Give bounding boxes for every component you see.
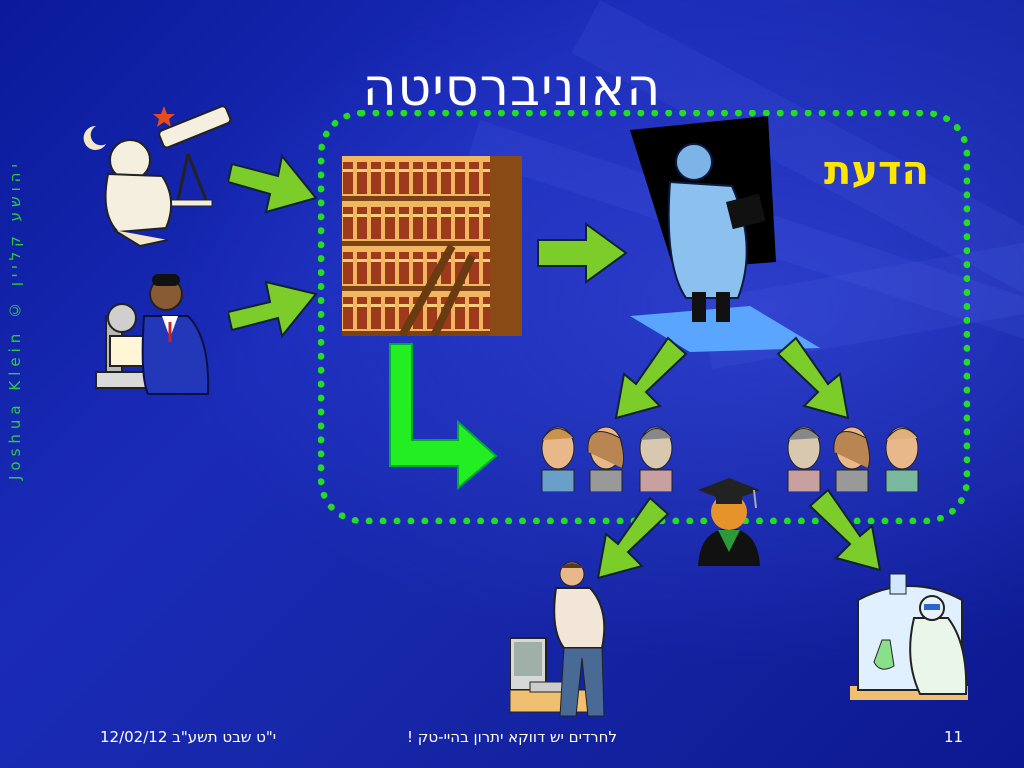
footer-slogan: לחרדים יש דווקא יתרון בהיי-טק ! [407,728,617,746]
arrow-right-icon [228,152,318,220]
lab-scientist-clipart [850,570,970,700]
knowledge-label: הדעת [824,148,929,194]
arrow-down-left-icon [594,496,670,580]
footer-date: 12/02/12 י"ט שבט תשע"ב [100,728,277,746]
professor-clipart [630,116,820,352]
astronomer-clipart [78,104,238,254]
graduate-clipart [694,474,764,566]
computer-technician-clipart [510,560,620,718]
arrow-down-right-icon [776,336,852,420]
students-group-left-clipart [536,422,682,492]
arrow-down-left-icon [612,336,688,420]
arrow-right-icon [228,274,318,342]
arrow-right-icon [536,222,628,284]
arrow-down-right-icon [808,488,884,572]
library-bookshelf-clipart [342,156,522,336]
page-number: 11 [944,728,964,746]
microscope-reader-clipart [92,272,212,396]
slide-title: האוניברסיטה [362,58,662,118]
author-credit: Joshua Klein © יהושע קליין [6,159,24,481]
students-group-right-clipart [782,422,928,492]
arrow-turn-right-icon [388,342,498,490]
